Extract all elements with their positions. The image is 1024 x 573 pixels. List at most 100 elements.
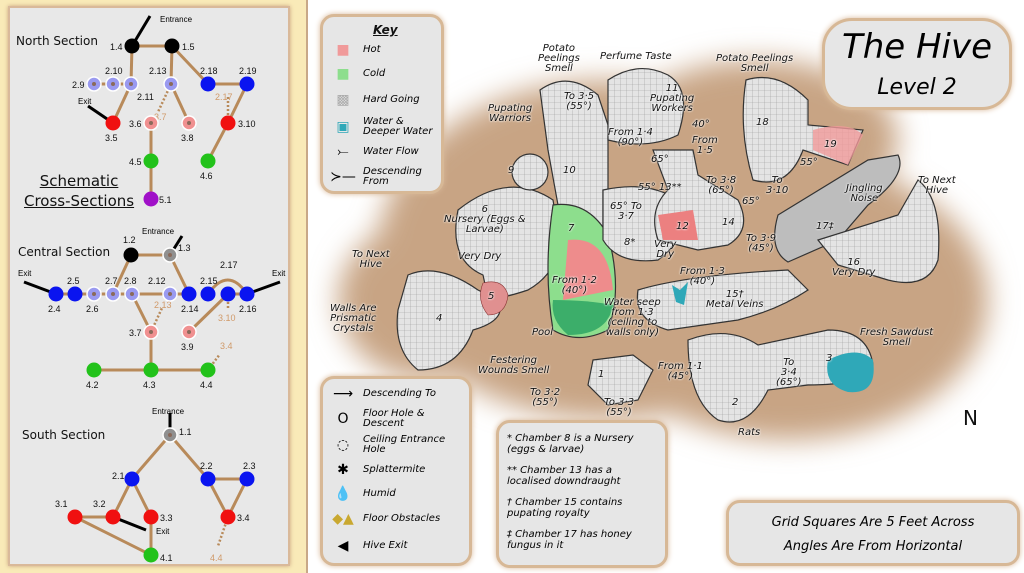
node-2-3 xyxy=(239,471,255,487)
node-label: 2.4 xyxy=(48,304,61,314)
water-3 xyxy=(827,352,874,393)
key-water: ▣Water & Deeper Water xyxy=(323,117,432,137)
exit-label: Exit xyxy=(18,269,32,278)
node-3-4 xyxy=(220,509,236,525)
node-4-3 xyxy=(143,362,159,378)
map-label: Rats xyxy=(738,427,761,438)
node-label: 3.4 xyxy=(237,513,250,523)
floor-hole-icon: O xyxy=(337,411,349,427)
offsection-ref-label: 2.13 xyxy=(154,300,172,310)
map-label: Water seep from 1·3 (ceiling to walls on… xyxy=(604,297,661,338)
title-box: The Hive Level 2 xyxy=(822,18,1012,110)
map-label: 65° xyxy=(742,196,760,207)
node-label: 4.5 xyxy=(129,157,142,167)
key-descending-from-label: Descending From xyxy=(363,166,422,187)
hot-zone-12 xyxy=(658,210,698,240)
map-label: 65° To 3·7 xyxy=(610,201,642,222)
legend-hive-exit: ◀Hive Exit xyxy=(323,539,408,553)
scale-note-box: Grid Squares Are 5 Feet Across Angles Ar… xyxy=(726,500,1020,566)
node-label: 2.1 xyxy=(112,471,125,481)
entrance-label: Entrance xyxy=(142,227,175,236)
node-label: 4.4 xyxy=(200,380,213,390)
droplets-icon: 💧 xyxy=(334,486,352,502)
map-label: 3 xyxy=(826,353,833,364)
passage-link xyxy=(170,44,210,86)
legend-descending-to: ⟶Descending To xyxy=(323,386,436,402)
hard-going-swatch-icon: ▩ xyxy=(336,92,350,108)
legend-floor-hole: O Floor Hole & Descent xyxy=(323,408,425,429)
node-3-10 xyxy=(220,115,236,131)
node-2-2 xyxy=(200,471,216,487)
node-center xyxy=(130,292,134,296)
node-label: 2.12 xyxy=(148,276,166,286)
node-label: 4.6 xyxy=(200,171,213,181)
passage-link xyxy=(168,434,210,480)
map-label: Fresh Sawdust Smell xyxy=(860,327,934,348)
node-label: 2.18 xyxy=(200,66,218,76)
water-seep xyxy=(672,282,688,305)
descending-to-icon: ⟶ xyxy=(332,386,354,402)
footnote: * Chamber 8 is a Nursery (eggs & larvae) xyxy=(507,433,634,455)
chamber-1 xyxy=(587,354,654,406)
map-label: 8* xyxy=(624,237,636,248)
passage-link xyxy=(74,515,152,557)
map-label: Potato Peelings Smell xyxy=(538,43,580,74)
node-label: 2.17 xyxy=(220,260,238,270)
node-2-17 xyxy=(220,286,236,302)
node-label: 4.1 xyxy=(160,553,173,563)
node-center xyxy=(92,82,96,86)
descending-from-icon: ≻— xyxy=(330,169,356,185)
node-label: 1.4 xyxy=(110,42,123,52)
node-label: 2.13 xyxy=(149,66,167,76)
key-title: Key xyxy=(373,23,398,37)
node-center xyxy=(187,121,191,125)
node-label: 2.8 xyxy=(124,276,137,286)
map-label: Pool xyxy=(532,327,554,338)
offsection-ref-label: 3.7 xyxy=(154,112,167,122)
footnotes-box: * Chamber 8 is a Nursery (eggs & larvae)… xyxy=(496,420,668,568)
legend-label: Floor Hole & Descent xyxy=(363,408,425,429)
footnote: † Chamber 15 contains pupating royalty xyxy=(507,497,623,519)
map-label: Walls Are Prismatic Crystals xyxy=(330,303,377,334)
map-label: 55° 13** xyxy=(638,182,682,193)
key-water-label: Water & Deeper Water xyxy=(363,116,433,137)
offsection-link xyxy=(207,353,221,371)
node-label: 3.8 xyxy=(181,133,194,143)
node-label: 1.1 xyxy=(179,427,192,437)
node-4-1 xyxy=(143,547,159,563)
node-3-1 xyxy=(67,509,83,525)
offsection-ref-label: 2.17 xyxy=(215,92,233,102)
node-2-5 xyxy=(67,286,83,302)
map-label: 6 Nursery (Eggs & Larvae) xyxy=(444,204,526,235)
central-section-title: Central Section xyxy=(18,245,111,259)
hot-zone-19 xyxy=(813,126,863,165)
legend-label: Floor Obstacles xyxy=(363,513,441,524)
node-label: 2.9 xyxy=(72,80,85,90)
key-cold-label: Cold xyxy=(363,68,386,79)
map-label: To 3·9 (45°) xyxy=(746,233,777,254)
node-label: 3.9 xyxy=(181,342,194,352)
entrance-label: Entrance xyxy=(152,407,185,416)
node-4-5 xyxy=(143,153,159,169)
map-label: To 3·2 (55°) xyxy=(530,387,561,408)
map-label: 18 xyxy=(756,117,769,128)
map-label: To 3·4 (65°) xyxy=(776,357,802,388)
north-section-title: North Section xyxy=(16,34,98,48)
offsection-ref-label: 3.10 xyxy=(218,313,236,323)
node-label: 1.5 xyxy=(182,42,195,52)
angle-note: Angles Are From Horizontal xyxy=(783,539,963,554)
node-center xyxy=(168,292,172,296)
map-label: Festering Wounds Smell xyxy=(478,355,550,376)
node-2-16 xyxy=(239,286,255,302)
map-label: 19 xyxy=(824,139,837,150)
node-center xyxy=(129,82,133,86)
pool xyxy=(552,300,613,335)
chamber-4 xyxy=(396,270,501,371)
map-label: 14 xyxy=(722,217,735,228)
node-center xyxy=(168,253,172,257)
node-label: 3.2 xyxy=(93,499,106,509)
chamber-15 xyxy=(636,269,809,331)
map-label: Perfume Taste xyxy=(600,51,672,62)
